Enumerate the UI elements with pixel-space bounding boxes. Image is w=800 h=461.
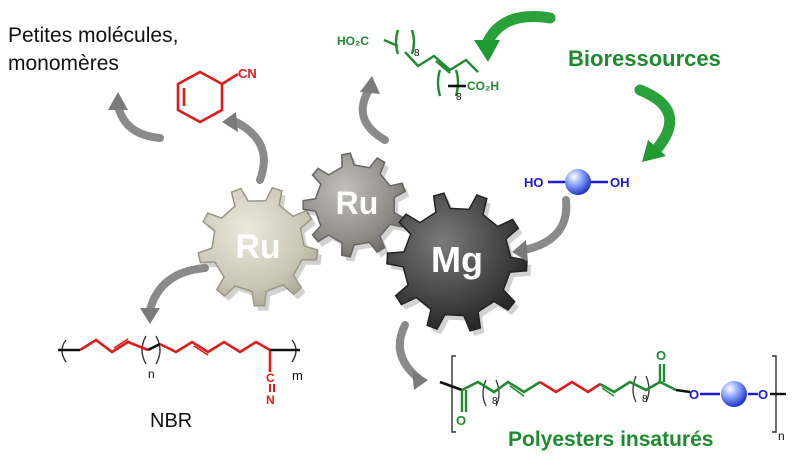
arrow-diacid-to-ru-icon <box>358 84 389 144</box>
polyester-ester-o-2: O <box>758 387 768 402</box>
polyester-ketone-o: O <box>456 413 466 428</box>
cyclohexene-carbonitrile-structure <box>176 70 239 124</box>
grey-arrows <box>114 84 571 382</box>
polyesters-label: Polyesters insaturés <box>508 428 714 451</box>
nbr-n-subscript: n <box>148 367 155 381</box>
nbr-m-subscript: m <box>292 368 303 383</box>
polyester-carbonyl-o: O <box>656 348 666 363</box>
gear-ru-left-label: Ru <box>235 228 280 266</box>
green-arrow-top-icon <box>480 11 556 52</box>
green-arrows <box>480 11 676 156</box>
nbr-nitrogen-label: N <box>266 393 275 407</box>
diol-left-group: HO <box>524 175 544 190</box>
polyester-n-subscript: n <box>778 429 785 443</box>
gear-ru-right-label: Ru <box>336 185 379 221</box>
arrow-diol-to-mg-icon <box>520 196 571 254</box>
gear-mg-label: Mg <box>431 239 483 280</box>
polyester-structure <box>439 355 786 433</box>
gear-mg-body <box>386 192 528 332</box>
bioresources-label: Bioressources <box>568 46 721 71</box>
gear-ru-left-body <box>197 186 319 307</box>
nitrile-label: CN <box>238 66 257 81</box>
diacid-left-group: HO₂C <box>337 34 369 48</box>
small-molecules-label: Petites molécules, monomères <box>8 22 228 78</box>
arrow-mg-to-polyester-icon <box>395 321 422 382</box>
small-molecules-line-2: monomères <box>8 52 119 75</box>
grey-arrowheads <box>108 76 528 390</box>
polyester-ester-o-1: O <box>689 387 699 402</box>
ruthenium-gear-left <box>197 186 322 311</box>
small-molecules-line-1: Petites molécules, <box>8 24 179 47</box>
diol-right-group: OH <box>610 175 630 190</box>
arrow-nbr-to-ru-icon <box>146 264 209 314</box>
polyester-repeat-2: 8 <box>642 394 648 405</box>
nbr-carbon-label: C <box>266 371 275 385</box>
ruthenium-gear-right <box>302 152 410 262</box>
arrow-ru-to-cyclohexene-icon <box>228 116 268 184</box>
nbr-label: NBR <box>150 410 193 432</box>
diacid-repeat-1: 8 <box>414 48 420 59</box>
nbr-structure <box>58 335 300 392</box>
gear-ru-right-body <box>302 152 407 258</box>
green-arrowheads <box>474 40 666 162</box>
diacid-right-group: CO₂H <box>467 79 499 93</box>
magnesium-gear <box>386 192 531 336</box>
green-arrow-right-icon <box>634 84 676 156</box>
diol-core-sphere <box>565 169 591 195</box>
arrow-to-small-molecules-icon <box>114 102 164 142</box>
diacid-repeat-2: 8 <box>456 92 462 103</box>
polyester-repeat-1: 8 <box>492 396 498 407</box>
